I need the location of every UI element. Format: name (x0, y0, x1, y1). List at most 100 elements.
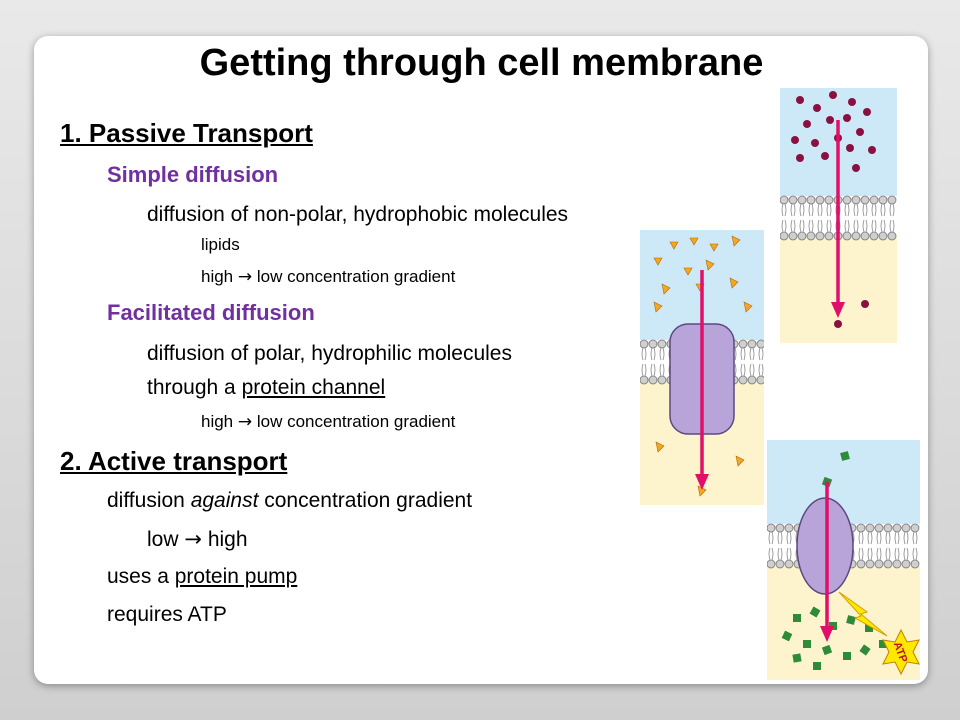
lipid-head (860, 231, 870, 241)
through-a-text: through a (147, 376, 236, 399)
lipid-tail (844, 203, 850, 217)
lipid-tail (817, 219, 823, 233)
lipid-head (824, 195, 834, 205)
simple-diffusion-heading: Simple diffusion (107, 162, 279, 187)
lipid-tail (912, 531, 918, 545)
protein-channel-text: protein channel (241, 376, 386, 399)
lipid-tail (858, 547, 864, 561)
protein-pump-text: protein pump (174, 565, 298, 588)
lipid-tail (871, 219, 877, 233)
lipid-tail (880, 219, 886, 233)
lipid-tail (853, 203, 859, 217)
lipid-tail (817, 203, 823, 217)
energy-bolt-icon (838, 591, 888, 637)
lipid-head (865, 559, 875, 569)
lipid-head (874, 523, 884, 533)
lipid-head (887, 195, 897, 205)
lipid-tail (786, 531, 792, 545)
right-arrow-icon: → (237, 267, 253, 287)
lipid-head (892, 559, 902, 569)
lipid-tail (894, 547, 900, 561)
lipid-head (640, 375, 649, 385)
lipid-tail (777, 531, 783, 545)
lipid-tail (641, 347, 647, 361)
gradient-high: high (201, 412, 234, 431)
lipid-tail (885, 531, 891, 545)
slide-card: Getting through cell membrane 1. Passive… (34, 36, 928, 684)
lipid-tail (867, 531, 873, 545)
passive-transport-heading: 1. Passive Transport (60, 118, 313, 148)
lipid-tail (650, 363, 656, 377)
lipid-tail (659, 363, 665, 377)
lipid-head (657, 339, 667, 349)
lipid-tail (858, 531, 864, 545)
lipid-head (883, 523, 893, 533)
lipid-head (657, 375, 667, 385)
active-transport-heading: 2. Active transport (60, 446, 288, 476)
lipid-head (648, 375, 658, 385)
lipid-head (869, 195, 879, 205)
lipid-tail (894, 531, 900, 545)
active-transport-diagram: ATP (767, 440, 920, 680)
facilitated-gradient-line: high → low concentration gradient (201, 412, 455, 432)
lipid-tail (749, 347, 755, 361)
lipid-tail (826, 203, 832, 217)
lipid-tail (650, 347, 656, 361)
lipid-head (788, 195, 798, 205)
lipid-tail (871, 203, 877, 217)
lipid-head (775, 559, 785, 569)
lipid-tail (740, 363, 746, 377)
lipid-tail (740, 347, 746, 361)
active-desc-line: diffusion against concentration gradient (107, 489, 472, 513)
lipid-head (874, 559, 884, 569)
lipid-head (738, 375, 748, 385)
lipid-head (887, 231, 897, 241)
lipid-tail (867, 547, 873, 561)
facilitated-diffusion-diagram (640, 230, 764, 505)
lipid-tail (790, 203, 796, 217)
low-high-line: low → high (147, 527, 248, 552)
lipid-head (806, 195, 816, 205)
right-arrow-icon: → (237, 412, 253, 432)
lipid-head (806, 231, 816, 241)
lipid-head (851, 195, 861, 205)
low-text: low (147, 528, 179, 551)
atp-badge: ATP (882, 628, 920, 676)
slide-title: Getting through cell membrane (199, 42, 764, 84)
facilitated-diffusion-heading: Facilitated diffusion (107, 300, 315, 325)
lipid-tail (862, 219, 868, 233)
lipid-head (780, 195, 789, 205)
lipid-head (648, 339, 658, 349)
lipid-head (856, 523, 866, 533)
lipid-tail (790, 219, 796, 233)
lipid-head (784, 523, 794, 533)
lipid-tail (758, 347, 764, 361)
active-desc-a: diffusion (107, 489, 185, 512)
lipid-tail (799, 219, 805, 233)
lipid-tail (876, 547, 882, 561)
lipid-head (767, 523, 776, 533)
active-desc-against: against (190, 489, 259, 512)
lipid-head (878, 231, 888, 241)
lipid-head (869, 231, 879, 241)
lipid-tail (876, 531, 882, 545)
lipid-tail (903, 531, 909, 545)
protein-pump-line: uses a protein pump (107, 565, 297, 589)
lipid-tail (912, 547, 918, 561)
lipid-head (892, 523, 902, 533)
lipid-head (910, 523, 920, 533)
lipid-tail (749, 363, 755, 377)
lipid-tail (862, 203, 868, 217)
facilitated-diffusion-desc: diffusion of polar, hydrophilic molecule… (147, 342, 512, 365)
lipid-tail (768, 531, 774, 545)
lipid-tail (844, 219, 850, 233)
lipid-tail (758, 363, 764, 377)
lipid-head (767, 559, 776, 569)
high-text: high (207, 528, 248, 551)
lipid-tail (777, 547, 783, 561)
lipid-tail (889, 203, 895, 217)
gradient-high: high (201, 267, 234, 286)
lipid-head (640, 339, 649, 349)
lipid-head (815, 195, 825, 205)
lipid-head (797, 195, 807, 205)
